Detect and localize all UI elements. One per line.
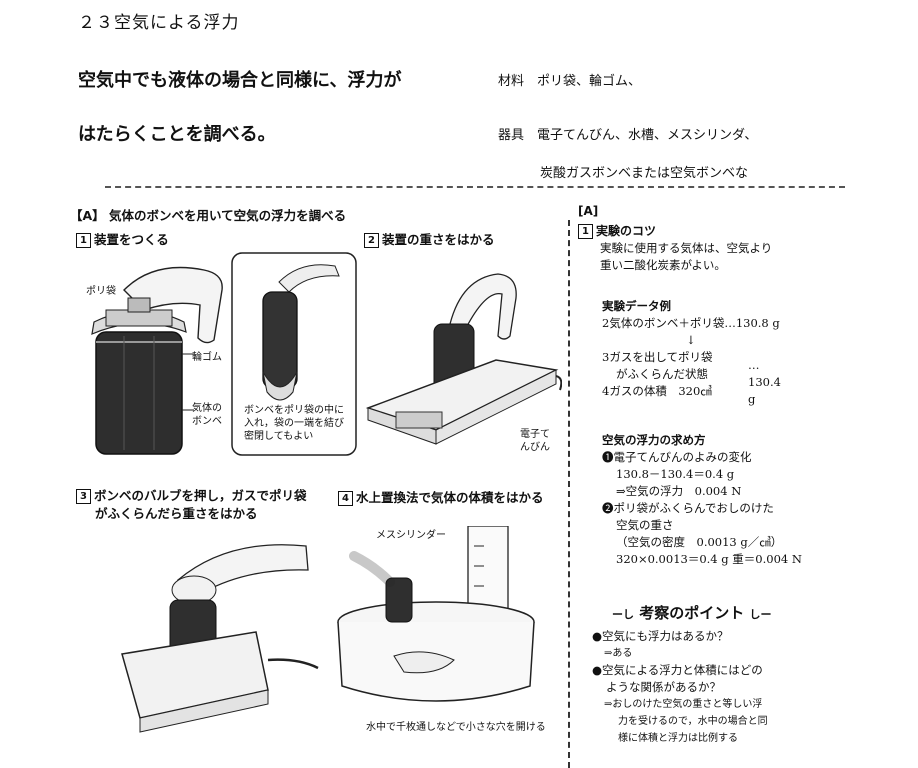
- side-divider: [568, 220, 570, 768]
- label-gas-canister: 気体のボンベ: [192, 403, 222, 427]
- balance-illustration: [366, 273, 562, 445]
- page-title: ２３空気による浮力: [78, 13, 240, 33]
- lead-line-1: 空気中でも液体の場合と同様に、浮力が: [78, 70, 402, 91]
- step-3-number: 3: [76, 489, 91, 504]
- divider-dashed: [105, 186, 845, 188]
- buoyancy-method: 空気の浮力の求め方 ❶電子てんびんのよみの変化 130.8－130.4＝0.4 …: [602, 433, 802, 566]
- step-3-label-2: がふくらんだら重さをはかる: [95, 506, 258, 521]
- step-2-number: 2: [364, 233, 379, 248]
- step-1-number: 1: [76, 233, 91, 248]
- instruments-text: 器具 電子てんびん、水槽、メスシリンダ、: [498, 128, 758, 143]
- section-a-heading: 【A】 気体のボンベを用いて空気の浮力を調べる: [70, 208, 347, 223]
- points-heading: ーし 考察のポイント しー: [612, 604, 772, 622]
- label-rubber-band: 輪ゴム: [192, 352, 222, 363]
- step-3-label-1: ボンベのバルブを押し，ガスでポリ袋: [94, 488, 307, 503]
- data-title: 実験データ例: [602, 299, 671, 313]
- canister-bag-illustration: [91, 266, 223, 455]
- lead-line-2: はたらくことを調べる。: [78, 124, 276, 145]
- side-heading: [A]: [578, 204, 599, 218]
- inset-box: [231, 252, 357, 456]
- step-4-caption: 水中で千枚通しなどで小さな穴を開ける: [366, 722, 546, 733]
- label-electronic-balance: 電子てんびん: [520, 429, 550, 453]
- valve-press-illustration: [121, 544, 319, 733]
- step-2-label: 装置の重さをはかる: [382, 232, 495, 247]
- label-measuring-cylinder: メスシリンダー: [376, 530, 446, 541]
- step-4-number: 4: [338, 491, 353, 506]
- water-displacement-illustration: [337, 526, 535, 702]
- data-example: 実験データ例 2気体のボンベ＋ポリ袋…130.8 g ↓ 3ガスを出してポリ袋 …: [602, 299, 781, 406]
- materials-text: 材料 ポリ袋、輪ゴム、: [498, 74, 642, 89]
- label-polybag: ポリ袋: [86, 286, 116, 297]
- step-1-label: 装置をつくる: [94, 232, 169, 247]
- inset-caption: ボンベをポリ袋の中に 入れ，袋の一端を結び 密閉してもよい: [244, 405, 344, 442]
- discussion-points: ●空気にも浮力はあるか？ ⇒ある ●空気による浮力と体積にはどの ような関係があ…: [592, 629, 768, 744]
- step-4-label: 水上置換法で気体の体積をはかる: [356, 490, 544, 505]
- tips-text: 実験に使用する気体は、空気より 重い二酸化炭素がよい。: [600, 241, 773, 272]
- instruments-text-2: 炭酸ガスボンベまたは空気ボンベな: [540, 166, 749, 181]
